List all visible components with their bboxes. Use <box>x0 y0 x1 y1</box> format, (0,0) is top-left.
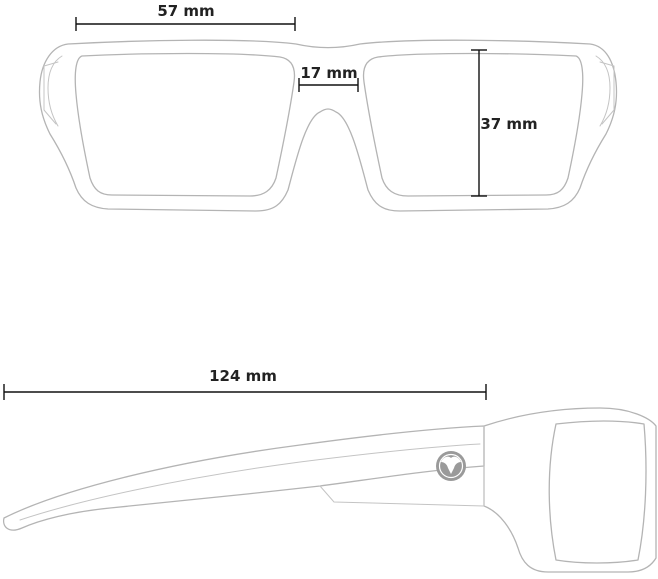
front-view: 57 mm 17 mm 37 mm <box>38 2 618 212</box>
lens-width-label: 57 mm <box>157 2 214 20</box>
side-hinge-lower <box>319 485 485 507</box>
temple-length-dimension: 124 mm <box>3 367 487 400</box>
front-left-hinge-inner <box>43 61 59 125</box>
front-right-hinge <box>595 55 611 127</box>
side-view: 124 mm <box>2 367 657 573</box>
side-frame-outline <box>483 407 657 573</box>
temple-length-label: 124 mm <box>209 367 277 385</box>
magpul-logo-icon <box>436 451 466 481</box>
lens-height-dimension: 37 mm <box>471 49 538 197</box>
bridge-width-dimension: 17 mm <box>298 64 359 92</box>
front-left-hinge <box>47 55 63 127</box>
front-left-lens <box>74 52 296 197</box>
temple-arm-outline <box>2 425 485 531</box>
front-frame-outline <box>38 39 618 212</box>
temple-arm-inner-line <box>19 443 481 521</box>
lens-height-label: 37 mm <box>480 115 537 133</box>
front-right-hinge-inner <box>599 61 615 125</box>
bridge-width-label: 17 mm <box>300 64 357 82</box>
lens-width-dimension: 57 mm <box>75 2 296 31</box>
side-lens <box>548 420 647 564</box>
front-right-lens <box>362 52 584 197</box>
